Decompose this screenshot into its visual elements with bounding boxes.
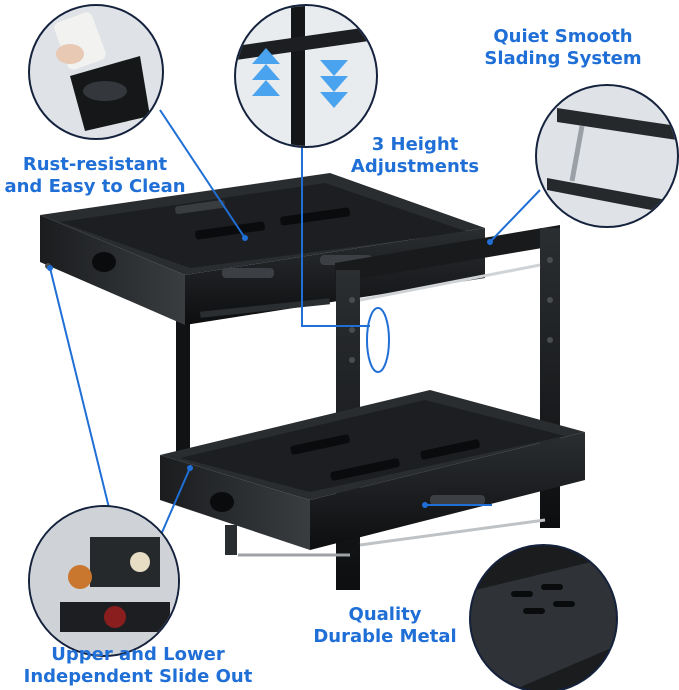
double-arrow-down-icon bbox=[320, 60, 348, 108]
slide-rail bbox=[359, 263, 541, 302]
metal-detail-circle bbox=[469, 544, 618, 690]
height-detail-circle bbox=[234, 4, 378, 148]
slide-out-detail-circle bbox=[28, 505, 180, 657]
upper-tray-front bbox=[40, 215, 185, 325]
lower-tray-side bbox=[310, 432, 585, 550]
back-left-post bbox=[176, 300, 190, 460]
lower-tray-front bbox=[160, 455, 310, 550]
double-arrow-up-icon bbox=[252, 48, 280, 96]
frame-top-bar bbox=[335, 225, 560, 283]
slide-rail-detail-circle bbox=[535, 84, 679, 228]
callout-lines bbox=[49, 109, 541, 561]
cleaning-detail-circle bbox=[28, 4, 164, 140]
